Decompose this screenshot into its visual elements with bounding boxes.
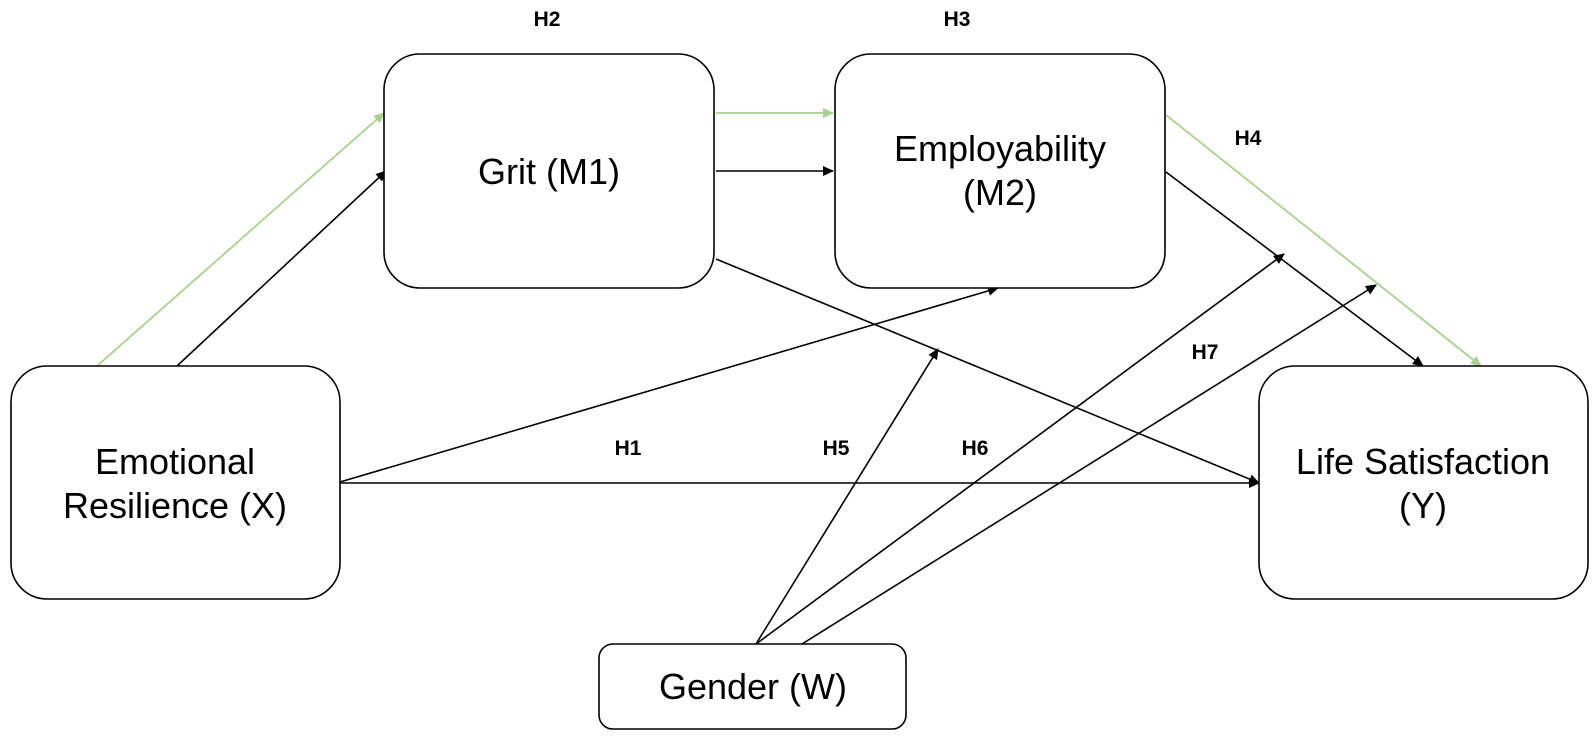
node-grit: Grit (M1) — [383, 53, 715, 289]
node-gender: Gender (W) — [598, 643, 907, 730]
arrow-w-h7 — [801, 284, 1377, 645]
hypothesis-label-h6: H6 — [962, 437, 989, 460]
arrow-w-h5 — [755, 348, 939, 645]
node-life-satisfaction: Life Satisfaction (Y) — [1258, 365, 1589, 600]
arrow-m2-to-y — [1165, 171, 1424, 367]
arrow-x-to-m1 — [176, 170, 387, 367]
hypothesis-label-h3: H3 — [944, 8, 971, 31]
arrow-x-to-m2 — [339, 286, 999, 483]
node-x-line-1: Emotional — [95, 441, 255, 482]
hypothesis-label-h2: H2 — [534, 8, 561, 31]
node-employability: Employability (M2) — [834, 53, 1166, 289]
highlight-path-m2-y — [1165, 114, 1482, 367]
hypothesis-label-h7: H7 — [1192, 341, 1219, 364]
hypothesis-label-h5: H5 — [823, 437, 850, 460]
hypothesis-label-h4: H4 — [1235, 127, 1262, 150]
node-y-line-2: (Y) — [1399, 485, 1447, 526]
node-emotional-resilience: Emotional Resilience (X) — [10, 365, 341, 600]
node-m2-line-1: Employability — [894, 128, 1106, 169]
node-m2-line-2: (M2) — [963, 172, 1037, 213]
arrow-w-h6 — [755, 253, 1285, 645]
arrow-m1-to-y — [715, 258, 1260, 484]
highlight-path-x-m1 — [96, 112, 385, 367]
hypothesis-label-h1: H1 — [615, 437, 642, 460]
node-y-line-1: Life Satisfaction — [1296, 441, 1550, 482]
node-w-line-1: Gender (W) — [659, 666, 847, 707]
node-x-line-2: Resilience (X) — [63, 485, 287, 526]
node-m1-line-1: Grit (M1) — [478, 151, 620, 192]
